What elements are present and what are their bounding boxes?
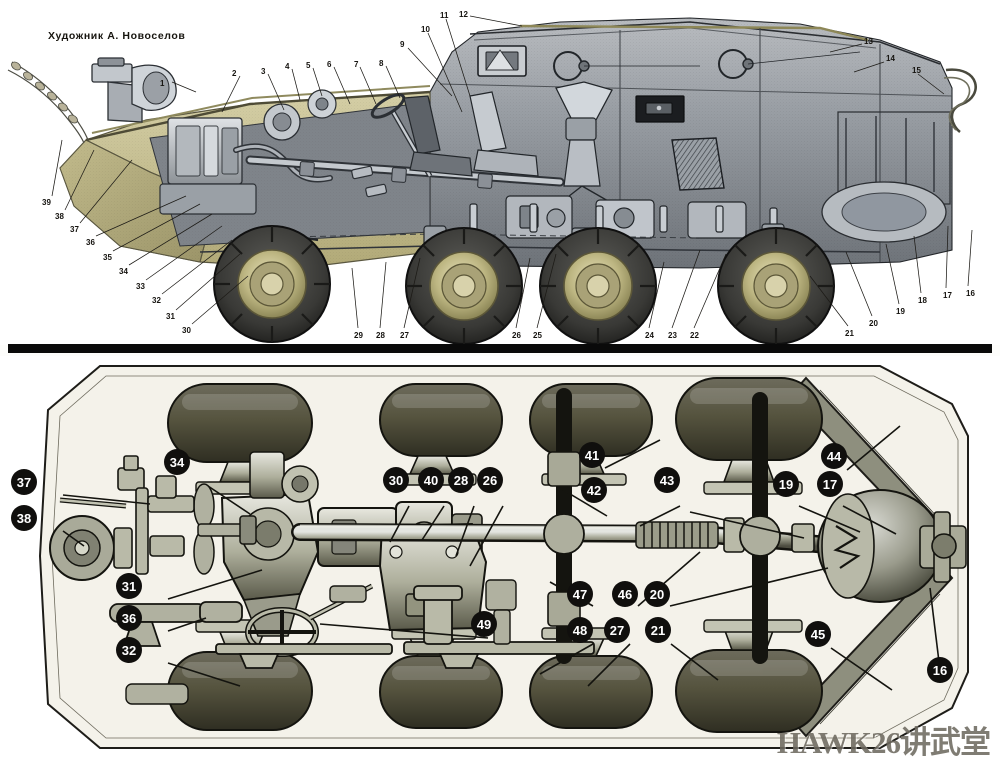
badge-number-44: 44: [821, 443, 847, 469]
badge-number-32: 32: [116, 637, 142, 663]
callout-number-16: 16: [966, 289, 975, 298]
callout-number-31: 31: [166, 312, 175, 321]
callout-number-6: 6: [327, 60, 332, 69]
badge-number-16: 16: [927, 657, 953, 683]
badge-number-17: 17: [817, 471, 843, 497]
badge-number-21: 21: [645, 617, 671, 643]
callout-number-11: 11: [440, 11, 449, 20]
callout-number-29: 29: [354, 331, 363, 340]
callout-number-22: 22: [690, 331, 699, 340]
callout-number-5: 5: [306, 61, 311, 70]
callout-number-36: 36: [86, 238, 95, 247]
badge-number-36: 36: [116, 605, 142, 631]
callout-number-21: 21: [845, 329, 854, 338]
plan-drivetrain-drawing: [0, 356, 1000, 770]
side-cutaway-drawing: [0, 0, 1000, 345]
callout-number-4: 4: [285, 62, 290, 71]
badge-number-30: 30: [383, 467, 409, 493]
badge-number-45: 45: [805, 621, 831, 647]
callout-number-39: 39: [42, 198, 51, 207]
callout-number-8: 8: [379, 59, 384, 68]
badge-number-28: 28: [448, 467, 474, 493]
callout-number-1: 1: [160, 79, 165, 88]
badge-number-37: 37: [11, 469, 37, 495]
callout-number-12: 12: [459, 10, 468, 19]
callout-number-34: 34: [119, 267, 128, 276]
badge-number-47: 47: [567, 581, 593, 607]
callout-number-18: 18: [918, 296, 927, 305]
callout-number-26: 26: [512, 331, 521, 340]
callout-number-38: 38: [55, 212, 64, 221]
badge-number-26: 26: [477, 467, 503, 493]
callout-number-3: 3: [261, 67, 266, 76]
badge-number-43: 43: [654, 467, 680, 493]
badge-number-31: 31: [116, 573, 142, 599]
watermark-text: HAWK26讲武堂: [776, 725, 991, 760]
callout-number-32: 32: [152, 296, 161, 305]
badge-number-42: 42: [581, 477, 607, 503]
callout-number-24: 24: [645, 331, 654, 340]
callout-number-7: 7: [354, 60, 359, 69]
callout-number-13: 13: [864, 37, 873, 46]
callout-number-23: 23: [668, 331, 677, 340]
badge-number-19: 19: [773, 471, 799, 497]
callout-number-33: 33: [136, 282, 145, 291]
callout-number-2: 2: [232, 69, 237, 78]
badge-number-46: 46: [612, 581, 638, 607]
callout-number-19: 19: [896, 307, 905, 316]
callout-number-15: 15: [912, 66, 921, 75]
callout-number-30: 30: [182, 326, 191, 335]
badge-number-49: 49: [471, 611, 497, 637]
callout-number-9: 9: [400, 40, 405, 49]
badge-number-20: 20: [644, 581, 670, 607]
badge-number-48: 48: [567, 617, 593, 643]
callout-number-35: 35: [103, 253, 112, 262]
panel-divider-bar: [8, 344, 992, 353]
callout-number-25: 25: [533, 331, 542, 340]
badge-number-40: 40: [418, 467, 444, 493]
badge-number-27: 27: [604, 617, 630, 643]
artist-credit: Художник А. Новоселов: [48, 30, 186, 42]
badge-number-41: 41: [579, 442, 605, 468]
callout-number-28: 28: [376, 331, 385, 340]
callout-number-17: 17: [943, 291, 952, 300]
callout-number-20: 20: [869, 319, 878, 328]
callout-number-14: 14: [886, 54, 895, 63]
bottom-plan-view-panel: [0, 356, 1000, 770]
callout-number-27: 27: [400, 331, 409, 340]
callout-number-37: 37: [70, 225, 79, 234]
callout-number-10: 10: [421, 25, 430, 34]
badge-number-38: 38: [11, 505, 37, 531]
badge-number-34: 34: [164, 449, 190, 475]
